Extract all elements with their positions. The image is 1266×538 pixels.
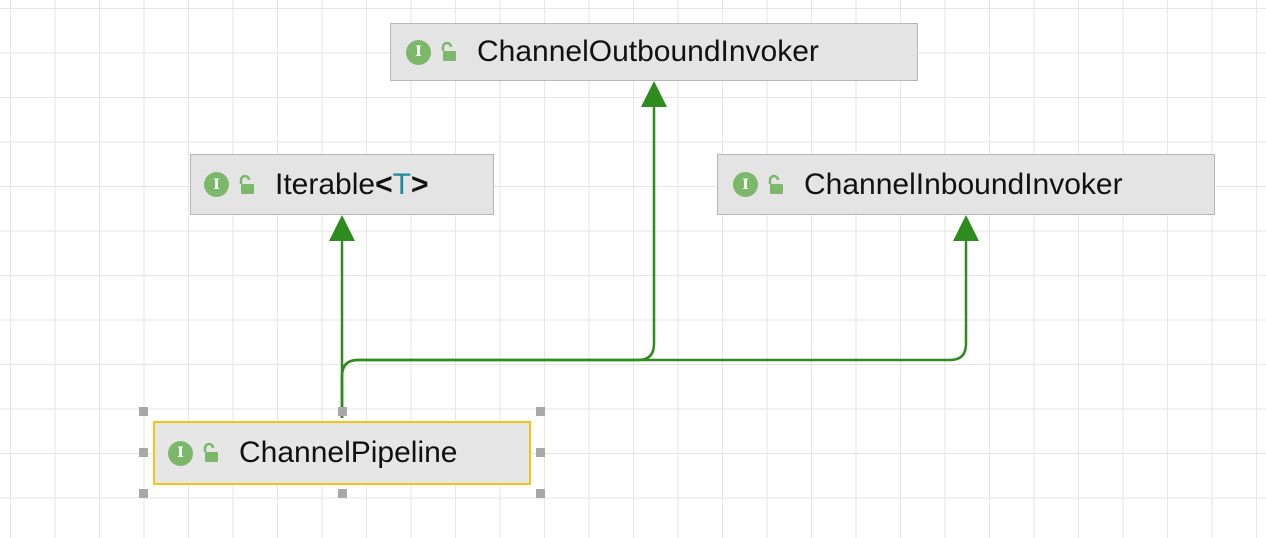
node-label: Iterable<T> (275, 168, 428, 202)
public-lock-icon (203, 442, 218, 462)
generic-open: < (375, 167, 393, 201)
resize-handle-top-right[interactable] (536, 407, 545, 416)
resize-handle-bottom-right[interactable] (536, 489, 545, 498)
node-label: ChannelInboundInvoker (804, 167, 1123, 201)
node-channel-inbound-invoker[interactable]: I ChannelInboundInvoker (717, 154, 1215, 215)
arrowhead-outbound (641, 81, 667, 107)
resize-handle-middle-right[interactable] (536, 448, 545, 457)
public-lock-icon (239, 174, 254, 194)
edge-pipeline-to-outbound (340, 106, 656, 418)
interface-icon: I (733, 172, 758, 197)
resize-handle-bottom-left[interactable] (139, 489, 148, 498)
interface-icon: I (168, 440, 193, 466)
resize-handle-bottom-center[interactable] (338, 489, 347, 498)
type-parameter: T (392, 167, 411, 201)
node-label: ChannelOutboundInvoker (477, 35, 819, 68)
node-channel-pipeline[interactable]: I ChannelPipeline (153, 421, 531, 485)
public-lock-icon (441, 41, 456, 61)
edge-pipeline-to-inbound (340, 240, 968, 418)
node-channel-outbound-invoker[interactable]: I ChannelOutboundInvoker (390, 23, 918, 81)
generic-close: > (410, 167, 429, 201)
node-iterable[interactable]: I Iterable<T> (190, 154, 494, 215)
arrowhead-inbound (953, 215, 979, 241)
arrowhead-iterable (329, 215, 355, 241)
interface-icon: I (204, 172, 229, 197)
node-label: ChannelPipeline (239, 436, 458, 469)
resize-handle-top-left[interactable] (139, 407, 148, 416)
class-name: Iterable (275, 167, 376, 201)
resize-handle-top-center[interactable] (338, 407, 347, 416)
interface-icon: I (406, 39, 431, 65)
resize-handle-middle-left[interactable] (139, 448, 148, 457)
public-lock-icon (768, 174, 783, 194)
